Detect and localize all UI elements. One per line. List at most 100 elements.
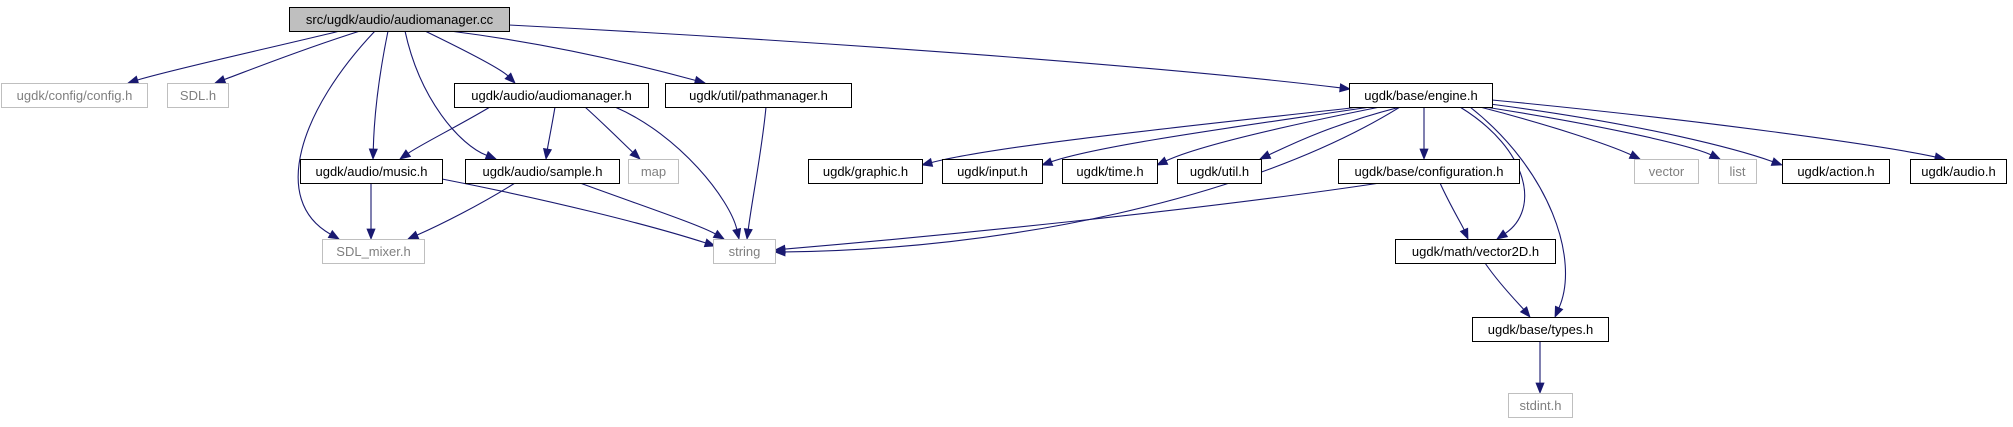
arrowhead-icon <box>327 229 340 240</box>
edge-pathmanager-h-to-string <box>743 106 767 241</box>
node-label: ugdk/graphic.h <box>823 164 908 179</box>
node-input-h[interactable]: ugdk/input.h <box>942 159 1043 184</box>
node-box <box>1910 159 2007 184</box>
arrowhead-icon <box>399 149 412 160</box>
nodes-layer: src/ugdk/audio/audiomanager.cc ugdk/confi… <box>1 7 2007 418</box>
node-sdl-mixer-h: SDL_mixer.h <box>322 239 425 264</box>
edge-sample-h-to-sdl-mixer-h <box>407 182 516 240</box>
edge-line <box>416 182 516 236</box>
edge-audiomanager-cc-to-engine-h <box>508 24 1352 93</box>
edge-engine-h-to-types-h <box>1469 106 1566 318</box>
edge-line <box>1489 103 1773 163</box>
node-vector2d-h[interactable]: ugdk/math/vector2D.h <box>1395 239 1556 264</box>
edge-line <box>747 106 767 230</box>
node-audio-h[interactable]: ugdk/audio.h <box>1910 159 2007 184</box>
node-box <box>167 83 229 108</box>
node-pathmanager-h[interactable]: ugdk/util/pathmanager.h <box>665 83 852 108</box>
arrowhead-icon <box>542 148 553 161</box>
node-box <box>1782 159 1890 184</box>
node-music-h[interactable]: ugdk/audio/music.h <box>300 159 443 184</box>
arrowhead-icon <box>504 72 516 84</box>
node-box <box>628 159 679 184</box>
edge-music-h-to-string <box>441 178 717 248</box>
node-audiomanager-h[interactable]: ugdk/audio/audiomanager.h <box>454 83 649 108</box>
node-box <box>1338 159 1520 184</box>
edge-line <box>1051 106 1371 163</box>
arrowhead-icon <box>213 75 227 84</box>
arrowhead-icon <box>1519 306 1531 318</box>
edge-engine-h-to-input-h <box>1040 106 1371 166</box>
arrowhead-icon <box>1535 382 1545 395</box>
node-box <box>1395 239 1556 264</box>
node-box <box>665 83 852 108</box>
node-graphic-h[interactable]: ugdk/graphic.h <box>808 159 923 184</box>
node-label: stdint.h <box>1520 398 1562 413</box>
node-label: ugdk/util/pathmanager.h <box>689 88 828 103</box>
arrowhead-icon <box>773 244 786 254</box>
edge-audiomanager-cc-to-audiomanager-h <box>424 30 516 84</box>
node-label: ugdk/audio/music.h <box>315 164 427 179</box>
node-label: list <box>1730 164 1746 179</box>
edge-line <box>931 106 1361 164</box>
node-audiomanager-cc[interactable]: src/ugdk/audio/audiomanager.cc <box>289 7 510 32</box>
node-box <box>1508 393 1573 418</box>
edge-line <box>584 106 634 153</box>
node-engine-h[interactable]: ugdk/base/engine.h <box>1349 83 1493 108</box>
node-configuration-h[interactable]: ugdk/base/configuration.h <box>1338 159 1520 184</box>
node-types-h[interactable]: ugdk/base/types.h <box>1472 317 1609 342</box>
node-config-h: ugdk/config/config.h <box>1 83 148 108</box>
node-box <box>454 83 649 108</box>
node-list: list <box>1718 159 1757 184</box>
node-box <box>1349 83 1493 108</box>
node-util-h[interactable]: ugdk/util.h <box>1177 159 1262 184</box>
arrowhead-icon <box>703 238 717 248</box>
edge-line <box>441 178 706 244</box>
edge-line <box>424 30 509 77</box>
arrowhead-icon <box>407 230 420 240</box>
node-time-h[interactable]: ugdk/time.h <box>1062 159 1158 184</box>
edge-audiomanager-cc-to-sdl-mixer-h <box>297 30 376 240</box>
node-string: string <box>713 239 776 264</box>
node-box <box>1718 159 1757 184</box>
node-map: map <box>628 159 679 184</box>
edges-layer <box>126 24 1947 395</box>
arrowhead-icon <box>1259 150 1272 160</box>
node-sample-h[interactable]: ugdk/audio/sample.h <box>465 159 620 184</box>
edge-engine-h-to-action-h <box>1489 103 1784 166</box>
arrowhead-icon <box>368 148 378 161</box>
arrowhead-icon <box>732 227 742 241</box>
node-box <box>1472 317 1609 342</box>
edge-line <box>1469 106 1566 309</box>
node-label: ugdk/audio/audiomanager.h <box>471 88 631 103</box>
node-action-h[interactable]: ugdk/action.h <box>1782 159 1890 184</box>
node-box <box>1634 159 1699 184</box>
edge-engine-h-to-time-h <box>1156 106 1381 166</box>
edge-line <box>546 106 556 150</box>
node-label: ugdk/math/vector2D.h <box>1412 244 1539 259</box>
edge-line <box>1459 106 1526 234</box>
node-box <box>942 159 1043 184</box>
edge-line <box>297 30 376 235</box>
arrowhead-icon <box>1554 305 1564 318</box>
node-label: SDL_mixer.h <box>336 244 410 259</box>
edge-line <box>508 24 1341 89</box>
edge-line <box>372 30 389 150</box>
edge-engine-h-to-audio-h <box>1491 99 1947 162</box>
arrowhead-icon <box>1419 148 1429 161</box>
node-label: ugdk/config/config.h <box>17 88 133 103</box>
arrowhead-icon <box>1496 229 1509 240</box>
edge-line <box>404 30 487 156</box>
arrowhead-icon <box>1339 83 1352 93</box>
node-label: ugdk/base/engine.h <box>1364 88 1477 103</box>
edge-engine-h-to-vector2d-h <box>1459 106 1526 240</box>
edge-line <box>137 30 341 81</box>
node-box <box>1 83 148 108</box>
arrowhead-icon <box>1708 150 1721 160</box>
arrowhead-icon <box>1770 157 1784 166</box>
node-label: ugdk/base/types.h <box>1488 322 1594 337</box>
edge-engine-h-to-configuration-h <box>1419 107 1429 161</box>
node-label: ugdk/input.h <box>957 164 1028 179</box>
edge-line <box>1439 182 1465 231</box>
node-vector: vector <box>1634 159 1699 184</box>
